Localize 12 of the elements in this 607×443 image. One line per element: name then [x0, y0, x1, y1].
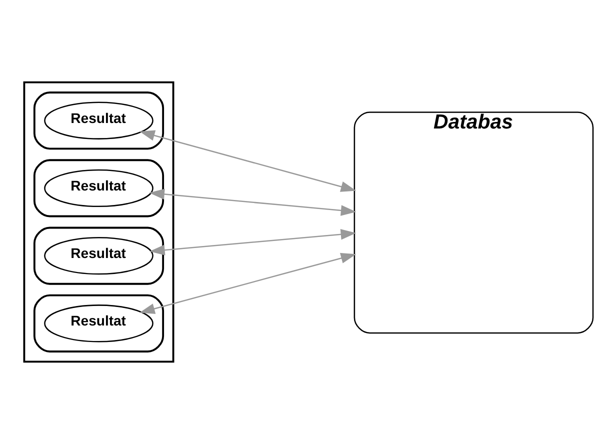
node-box: Databas [354, 111, 594, 334]
arrow [139, 252, 356, 314]
cluster [33, 294, 164, 352]
arrow [149, 188, 356, 216]
node-ellipse: Resultat [44, 101, 154, 139]
cluster [23, 80, 174, 362]
arrow [150, 228, 356, 255]
node-ellipse: Resultat [44, 236, 154, 274]
cluster [33, 91, 164, 150]
arrow [139, 130, 356, 192]
node-ellipse: Resultat [44, 168, 154, 207]
node-ellipse: Resultat [44, 304, 154, 342]
